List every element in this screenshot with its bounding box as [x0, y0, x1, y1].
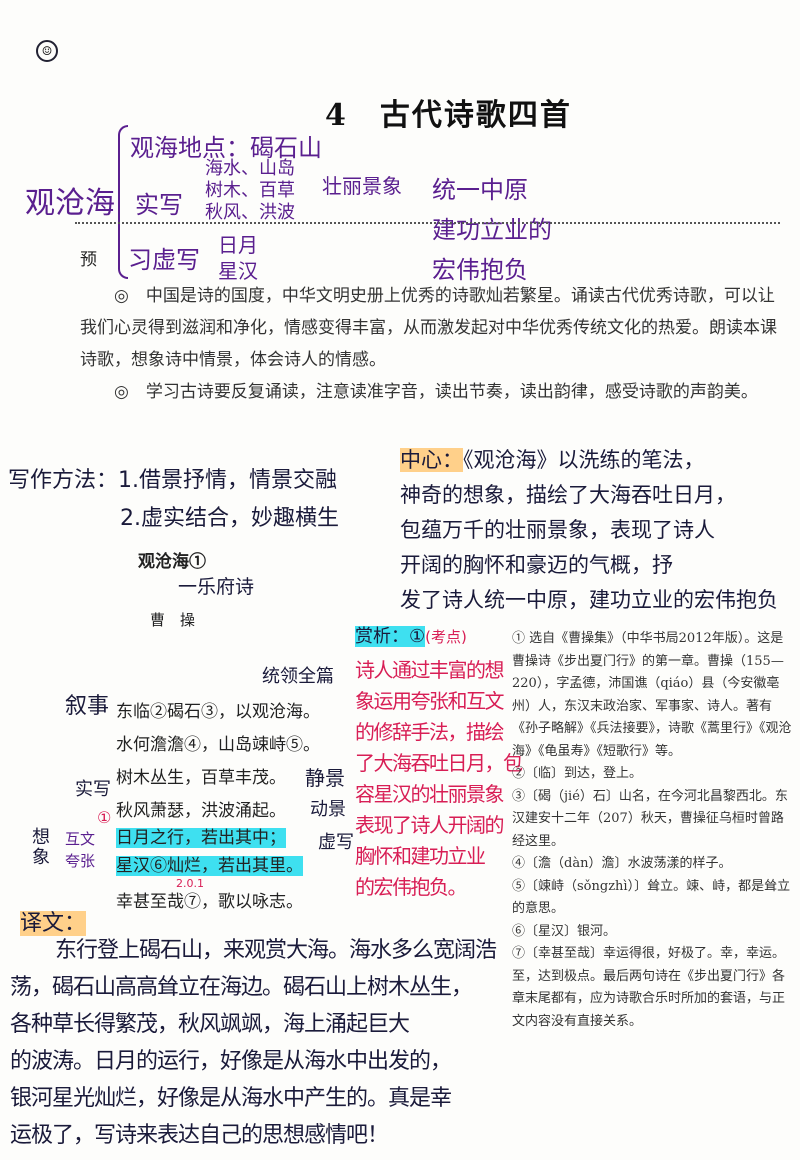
mindmap-virtual-label: 习虚写 [128, 246, 200, 274]
footnote: ③〔碣（jié）石〕山名，在今河北昌黎西北。东汉建安十二年（207）秋天，曹操征… [512, 788, 788, 849]
smiley-icon: ☺ [36, 40, 58, 62]
center-line: 《观沧海》以洗练的笔法， [463, 448, 705, 472]
intro-paragraph: ◎ 中国是诗的国度，中华文明史册上优秀的诗歌灿若繁星。诵读古代优秀诗歌，可以让我… [80, 286, 777, 370]
appreciation-label: 赏析：① [355, 626, 426, 647]
brace [118, 125, 128, 279]
poem-annotation: 虚写 [318, 832, 354, 853]
translation-line: 的波涛。日月的运行，好像是从海水中出发的， [10, 1049, 452, 1074]
poem-genre-note: 一乐府诗 [178, 576, 255, 598]
footnote: ① 选自《曹操集》（中华书局2012年版）。这是曹操诗《步出夏门行》的第一章。曹… [512, 631, 792, 759]
appreciation-line: 胸怀和建功立业 [355, 844, 486, 868]
poem-author: 曹 操 [150, 611, 196, 629]
poem-annotation: 静景 [305, 766, 345, 790]
intro: ◎ 中国是诗的国度，中华文明史册上优秀的诗歌灿若繁星。诵读古代优秀诗歌，可以让我… [80, 280, 780, 408]
virtual-item: 日月 [218, 233, 258, 257]
translation-line: 荡，碣石山高高耸立在海边。碣石山上树木丛生， [10, 975, 473, 1000]
dotted-divider [75, 222, 780, 224]
appreciation-tag: (考点) [425, 628, 467, 646]
mindmap-aim: 统一中原 建功立业的 宏伟抱负 [432, 170, 552, 290]
mindmap-place: 观海地点：碣石山 [130, 134, 322, 162]
writing-method-line: 写作方法：1.借景抒情，情景交融 [8, 468, 337, 493]
footnote: ⑤〔竦峙（sǒngzhì）〕耸立。竦、峙，都是耸立的意思。 [512, 878, 791, 917]
translation-line: 东行登上碣石山，来观赏大海。海水多么宽阔浩 [55, 938, 497, 963]
appreciation-line: 的修辞手法，描绘 [355, 720, 504, 744]
appreciation-line: 表现了诗人开阔的 [355, 813, 504, 837]
mindmap-real-items: 海水、山岛 树木、百草 秋风、洪波 [205, 158, 295, 224]
translation-line: 各种草长得繁茂，秋风飒飒，海上涌起巨大 [10, 1012, 410, 1037]
footnote: ②〔临〕到达，登上。 [512, 766, 643, 781]
poem-annotation: 统领全篇 [262, 666, 334, 687]
poem-annotation: 动景 [310, 799, 346, 820]
poem-line: 星汉⑥灿烂，若出其里。 [116, 856, 303, 876]
center-line: 神奇的想象，描绘了大海吞吐日月， [400, 483, 736, 507]
mindmap-real-summary: 壮丽景象 [322, 174, 402, 198]
poem-line: 秋风萧瑟，洪波涌起。 [116, 801, 286, 821]
aim-line: 宏伟抱负 [432, 256, 528, 284]
mindmap-real-label: 实写 [135, 191, 183, 219]
mindmap-virtual-prefix: 预 [80, 250, 97, 270]
real-item: 树木、百草 [205, 180, 295, 201]
footnote: ⑥〔星汉〕银河。 [512, 923, 617, 939]
virtual-item: 星汉 [218, 259, 258, 283]
translation-line: 银河星光灿烂，好像是从海水中产生的。真是幸 [10, 1086, 452, 1111]
intro-paragraph: ◎ 学习古诗要反复诵读，注意读准字音，读出节奏，读出韵律，感受诗歌的声韵美。 [114, 382, 758, 402]
real-item: 秋风、洪波 [205, 202, 295, 223]
center-line: 开阔的胸怀和豪迈的气概，抒 [400, 553, 673, 577]
translation-text: 东行登上碣石山，来观赏大海。海水多么宽阔浩 荡，碣石山高高耸立在海边。碣石山上树… [10, 932, 497, 1154]
page-title: 4 古代诗歌四首 [325, 98, 572, 133]
poem-title: 观沧海① [138, 552, 206, 572]
poem-annotation: 叙事 [65, 694, 110, 719]
poem-annotation: ① [97, 808, 112, 827]
poem-annotation: 想象 [32, 827, 50, 868]
appreciation-line: 的宏伟抱负。 [355, 875, 467, 899]
writing-method: 写作方法：1.借景抒情，情景交融 2.虚实结合，妙趣横生 [8, 462, 339, 538]
poem-line: 日月之行，若出其中； [116, 828, 286, 848]
center-idea: 中心：《观沧海》以洗练的笔法， 神奇的想象，描绘了大海吞吐日月， 包蕴万千的壮丽… [400, 443, 778, 618]
aim-line: 统一中原 [432, 176, 528, 204]
writing-method-line: 2.虚实结合，妙趣横生 [120, 506, 339, 531]
footnote: ⑦〔幸甚至哉〕幸运得很，好极了。幸，幸运。至，达到极点。最后两句诗在《步出夏门行… [512, 946, 786, 1029]
poem-line: 水何澹澹④，山岛竦峙⑤。 [116, 735, 320, 755]
center-line: 发了诗人统一中原，建功立业的宏伟抱负 [400, 588, 778, 612]
footnotes: ① 选自《曹操集》（中华书局2012年版）。这是曹操诗《步出夏门行》的第一章。曹… [512, 628, 794, 1033]
appreciation-line: 容星汉的壮丽景象 [355, 782, 504, 806]
appreciation-text: 诗人通过丰富的想 象运用夸张和互文 的修辞手法，描绘 了大海吞吐日月，包 容星汉… [355, 655, 523, 903]
poem-annotation: 互文 [65, 830, 96, 848]
translation-line: 运极了，写诗来表达自己的思想感情吧！ [10, 1123, 389, 1148]
poem-line: 东临②碣石③，以观沧海。 [116, 702, 320, 722]
mindmap-root: 观沧海 [25, 186, 115, 221]
poem-line: 幸甚至哉⑦，歌以咏志。 [116, 892, 303, 912]
poem-line: 树木丛生，百草丰茂。 [116, 768, 286, 788]
poem-annotation: 2.0.1 [176, 877, 204, 890]
poem-annotation: 夸张 [65, 852, 96, 870]
appreciation-line: 象运用夸张和互文 [355, 689, 504, 713]
appreciation-header: 赏析：①(考点) [355, 622, 467, 648]
center-line: 包蕴万千的壮丽景象，表现了诗人 [400, 518, 715, 542]
appreciation-line: 了大海吞吐日月，包 [355, 751, 523, 775]
real-item: 海水、山岛 [205, 158, 295, 179]
mindmap-virtual-items: 日月 星汉 [218, 232, 258, 284]
translation-label-text: 译文： [20, 911, 87, 936]
footnote: ④〔澹（dàn）澹〕水波荡漾的样子。 [512, 856, 732, 871]
poem-annotation: 实写 [75, 779, 111, 800]
translation-label: 译文： [20, 905, 87, 937]
aim-line: 建功立业的 [432, 216, 552, 244]
center-label: 中心： [400, 448, 463, 472]
appreciation-line: 诗人通过丰富的想 [355, 658, 504, 682]
